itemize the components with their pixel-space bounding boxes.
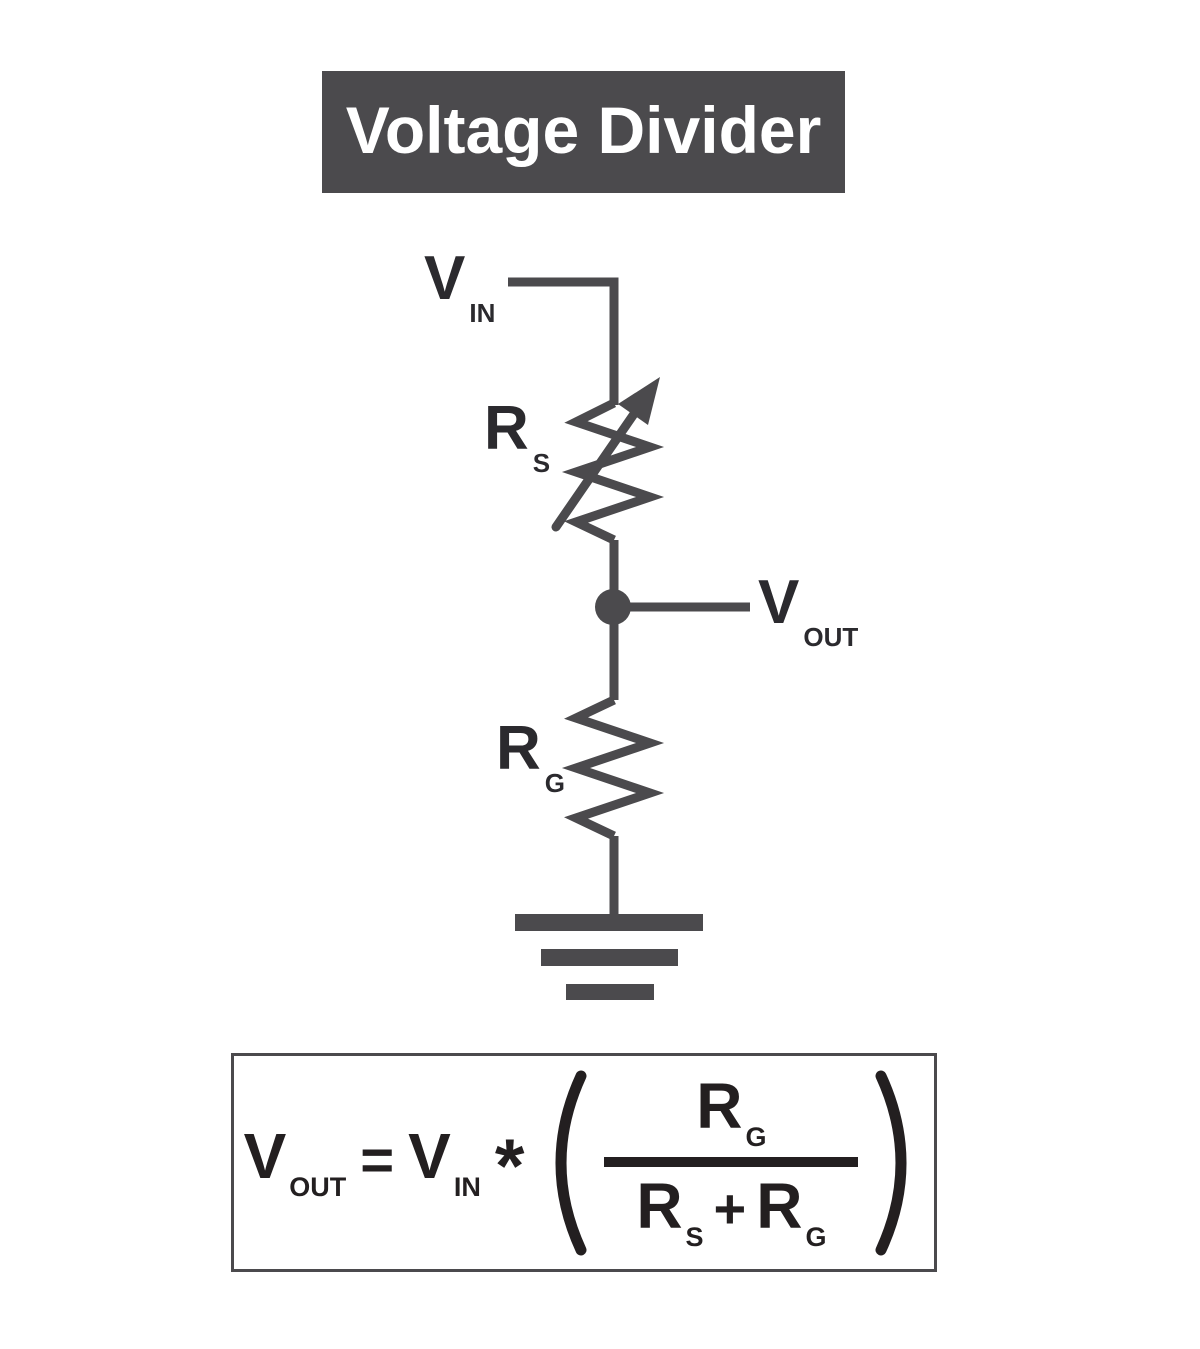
numerator-rg-main: R xyxy=(696,1070,743,1142)
close-paren-icon xyxy=(875,1070,907,1255)
denominator: R S + R G xyxy=(636,1174,826,1251)
equals-sign: = xyxy=(360,1127,395,1193)
formula-vin-main: V xyxy=(408,1120,451,1192)
variable-resistor-rs-icon xyxy=(561,398,665,545)
denominator-rs-main: R xyxy=(636,1170,683,1242)
numerator-rg-term: R G xyxy=(696,1074,766,1151)
multiply-operator: * xyxy=(494,1123,525,1209)
denominator-rs-term: R S xyxy=(636,1174,703,1251)
vout-label: V OUT xyxy=(758,568,859,652)
open-paren-icon xyxy=(555,1070,587,1255)
wire-vin-to-rs xyxy=(508,277,619,405)
rg-label-sub: G xyxy=(544,768,566,798)
vin-label-main: V xyxy=(424,244,466,313)
vin-label: V IN xyxy=(424,244,496,328)
formula-vout-sub: OUT xyxy=(289,1172,347,1202)
formula-vin-term: V IN xyxy=(408,1124,481,1201)
rg-label: R G xyxy=(496,714,566,798)
vin-label-sub: IN xyxy=(469,298,496,328)
plus-sign: + xyxy=(713,1177,747,1240)
ground-bar-bottom xyxy=(566,984,654,1000)
formula-box: V OUT = V IN * R G R S + R xyxy=(231,1053,937,1272)
ground-bar-middle xyxy=(541,949,678,966)
rs-label-main: R xyxy=(484,394,529,463)
ground-symbol-icon xyxy=(515,914,703,1000)
denominator-rg-sub: G xyxy=(805,1222,827,1252)
denominator-rg-main: R xyxy=(756,1170,803,1242)
vout-label-sub: OUT xyxy=(803,622,859,652)
page-title: Voltage Divider xyxy=(345,93,822,167)
formula-vout-term: V OUT xyxy=(244,1124,347,1201)
rs-label-sub: S xyxy=(532,448,551,478)
fraction-bar xyxy=(604,1157,859,1167)
vout-label-main: V xyxy=(758,568,800,637)
formula-vout-main: V xyxy=(243,1120,287,1192)
numerator-rg-sub: G xyxy=(745,1122,767,1152)
denominator-rs-sub: S xyxy=(685,1222,704,1252)
denominator-rg-term: R G xyxy=(756,1174,826,1251)
resistor-rg-icon xyxy=(561,695,665,841)
rs-label: R S xyxy=(484,394,551,478)
title-banner: Voltage Divider xyxy=(322,71,845,193)
rs-arrow-shaft xyxy=(551,406,641,532)
rs-arrow-head-icon xyxy=(618,377,660,425)
fraction: R G R S + R G xyxy=(604,1074,859,1251)
rg-label-main: R xyxy=(496,714,541,783)
formula-vin-sub: IN xyxy=(453,1172,481,1202)
ground-bar-top xyxy=(515,914,703,931)
